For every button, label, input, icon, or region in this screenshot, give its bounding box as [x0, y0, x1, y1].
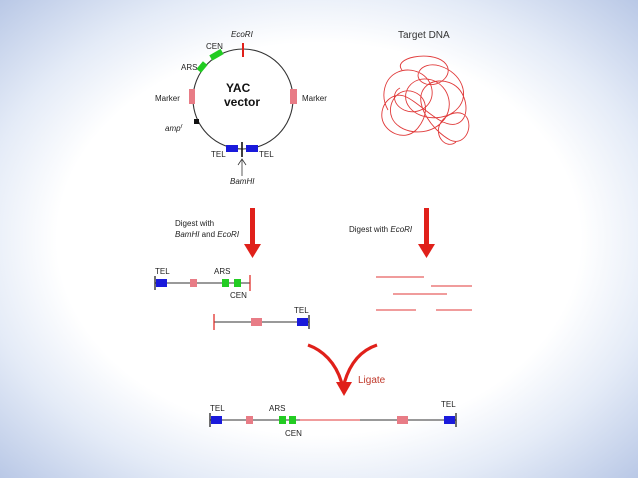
fragment-left-cen [234, 279, 241, 287]
cen-element [209, 48, 224, 61]
final-ars [279, 416, 286, 424]
fragment-left-cen-label: CEN [230, 291, 247, 300]
ars-element [196, 61, 208, 73]
tel-left-box [226, 145, 238, 152]
digest-left-arrow-head [244, 244, 261, 258]
ligate-step: Ligate [307, 343, 386, 396]
fragment-right-marker [251, 318, 262, 326]
digest-left: Digest with BamHI and EcoRI [175, 208, 261, 258]
vector-fragment-left: TEL ARS CEN [154, 267, 251, 300]
fragment-right-tel [297, 318, 308, 326]
final-tel-left [211, 416, 222, 424]
marker-left-box [189, 89, 195, 104]
final-ars-label: ARS [269, 404, 285, 413]
fragment-left-ars-label: ARS [214, 267, 230, 276]
yac-title-line2: vector [224, 95, 260, 109]
yac-title-line1: YAC [226, 81, 251, 95]
yac-plasmid: EcoRI CEN ARS Marker Marker YAC vector a… [155, 30, 327, 186]
bamhi-pointer-head [237, 158, 247, 166]
amp-label: ampr [165, 124, 184, 133]
ligate-arrow-left-curve [307, 343, 344, 385]
tel-right-box [246, 145, 258, 152]
amp-marker [194, 119, 199, 124]
marker-left-label: Marker [155, 94, 180, 103]
ars-label: ARS [181, 63, 197, 72]
final-cen [289, 416, 296, 424]
fragment-left-marker [190, 279, 197, 287]
fragment-right-tel-label: TEL [294, 306, 309, 315]
target-dna-scribble [381, 55, 470, 145]
fragment-left-tel [156, 279, 167, 287]
ligate-arrow-right-curve [342, 343, 378, 385]
ligate-arrow-head [336, 382, 352, 396]
digest-right-arrow-shaft [424, 208, 429, 246]
final-cen-label: CEN [285, 429, 302, 438]
fragment-left-ars [222, 279, 229, 287]
recombinant-yac: TEL ARS CEN TEL [209, 400, 457, 438]
ecori-label: EcoRI [231, 30, 254, 39]
digest-right: Digest with EcoRI [349, 208, 435, 258]
tel-left-label: TEL [211, 150, 226, 159]
final-tel-right-label: TEL [441, 400, 456, 409]
final-tel-left-label: TEL [210, 404, 225, 413]
marker-right-label: Marker [302, 94, 327, 103]
bamhi-label: BamHI [230, 177, 255, 186]
digest-left-line1: Digest with [175, 219, 214, 228]
ligate-label: Ligate [358, 375, 386, 386]
target-dna-title: Target DNA [398, 30, 450, 41]
fragment-left-tel-label: TEL [155, 267, 170, 276]
vector-fragment-right: TEL [213, 306, 310, 330]
digest-left-line2: BamHI and EcoRI [175, 230, 240, 239]
final-marker-left [246, 416, 253, 424]
digest-left-arrow-shaft [250, 208, 255, 246]
tel-right-label: TEL [259, 150, 274, 159]
digest-right-label: Digest with EcoRI [349, 225, 413, 234]
target-dna-fragments [376, 276, 472, 311]
marker-right-box [290, 89, 297, 104]
digest-right-arrow-head [418, 244, 435, 258]
final-marker-right [397, 416, 408, 424]
final-tel-right [444, 416, 455, 424]
target-dna: Target DNA [381, 30, 470, 145]
cen-label: CEN [206, 42, 223, 51]
